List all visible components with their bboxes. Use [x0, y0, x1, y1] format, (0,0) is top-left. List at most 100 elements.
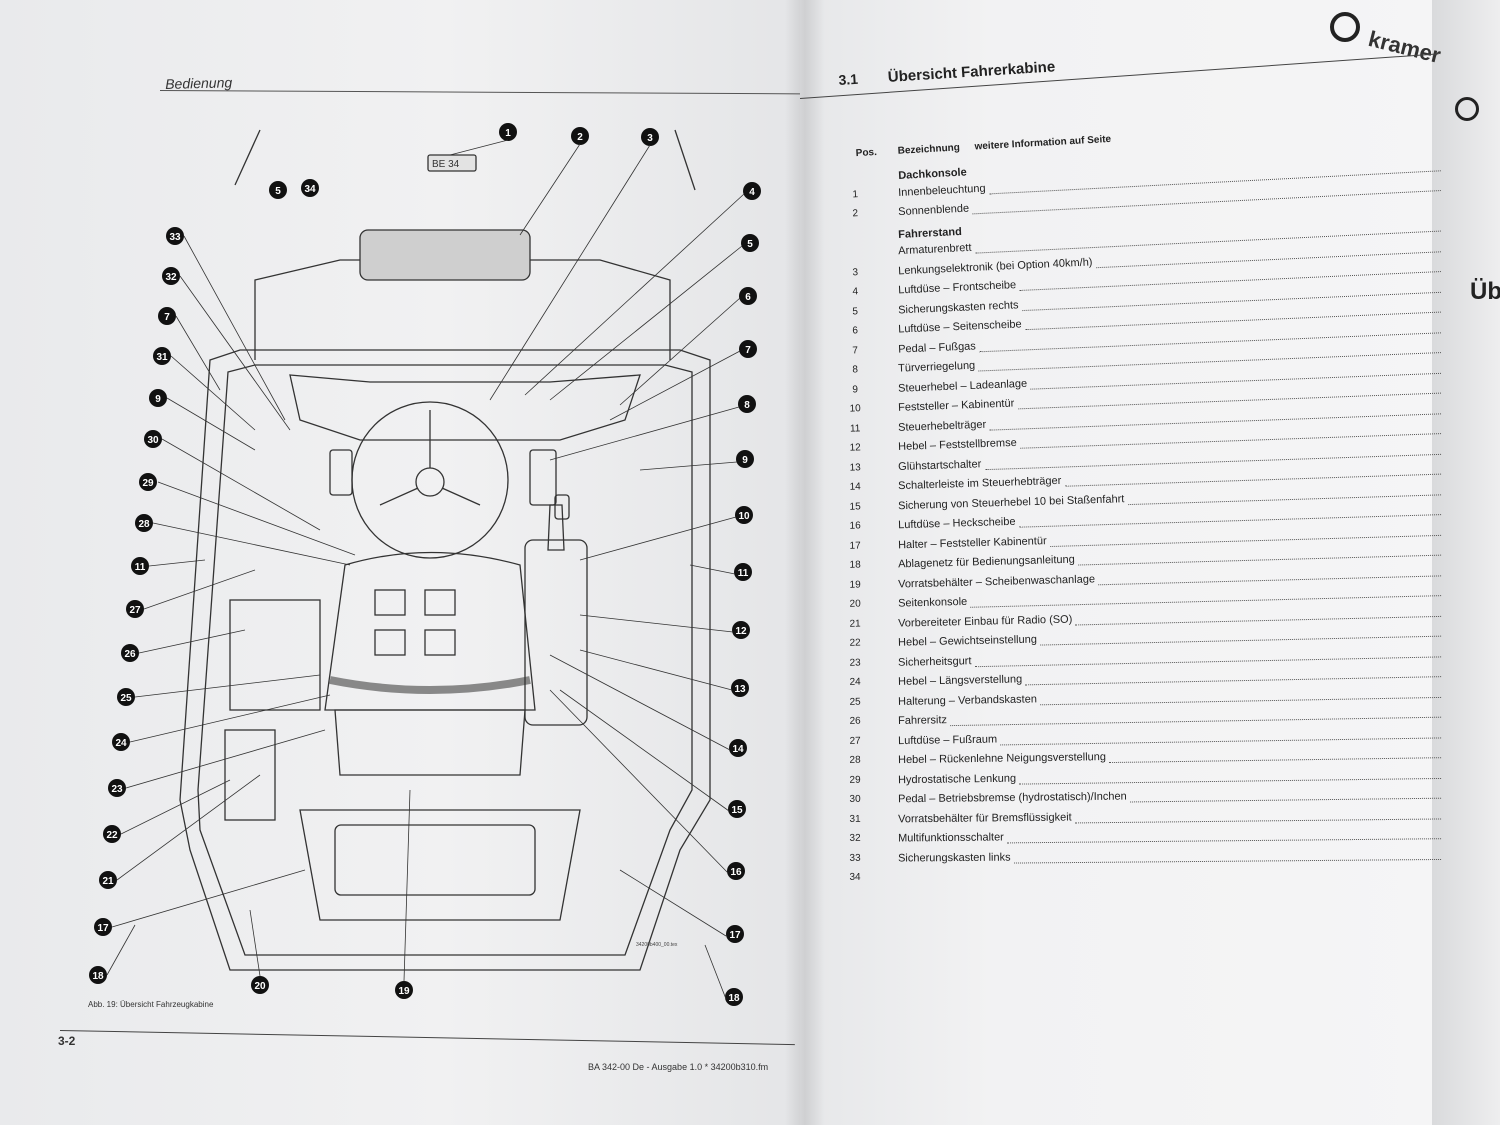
callout-left: 28 — [135, 514, 153, 532]
row-pos: 29 — [849, 774, 861, 786]
callout-left: 17 — [94, 918, 112, 936]
row-label: Pedal – Betriebsbremse (hydrostatisch)/I… — [897, 790, 1127, 806]
row-label: Steuerhebelträger — [897, 418, 987, 434]
svg-text:14: 14 — [732, 744, 744, 755]
row-pos: 9 — [852, 383, 859, 396]
svg-text:22: 22 — [106, 830, 118, 841]
row-label: Pedal – Fußgas — [897, 339, 977, 356]
column-pos: Pos. — [855, 146, 878, 160]
row-label: Sicherheitsgurt — [897, 654, 972, 669]
svg-text:16: 16 — [730, 867, 742, 878]
svg-text:28: 28 — [138, 519, 150, 530]
next-page-edge — [1432, 0, 1500, 1125]
svg-text:11: 11 — [135, 562, 146, 573]
callout-left: 29 — [139, 473, 157, 491]
svg-text:13: 13 — [734, 684, 746, 695]
svg-text:19: 19 — [398, 986, 410, 997]
svg-text:5: 5 — [275, 186, 281, 197]
page-footer: BA 342-00 De - Ausgabe 1.0 * 34200b310.f… — [588, 1062, 769, 1072]
interior-light — [427, 154, 477, 172]
svg-text:1: 1 — [505, 128, 511, 139]
callout-left: 5 — [269, 181, 287, 199]
row-pos: 19 — [849, 578, 861, 591]
callout-left: 31 — [153, 347, 171, 365]
callout-right: 8 — [738, 395, 756, 413]
callout-left: 20 — [251, 976, 269, 994]
sign-label: BE 34 — [432, 159, 460, 170]
svg-text:6: 6 — [745, 292, 751, 303]
row-label: Hydrostatische Lenkung — [897, 772, 1017, 786]
svg-text:10: 10 — [738, 511, 750, 522]
row-label: Hebel – Rückenlehne Neigungsverstellung — [897, 751, 1107, 767]
row-pos: 13 — [849, 461, 861, 474]
row-label: Fahrersitz — [897, 714, 948, 728]
sun-visor — [359, 229, 531, 281]
row-pos: 24 — [849, 676, 861, 688]
svg-text:18: 18 — [92, 971, 104, 982]
callout-right: 12 — [732, 621, 750, 639]
row-leader-dots — [1074, 817, 1442, 823]
callout-left: 25 — [117, 688, 135, 706]
column-bezeichnung: Bezeichnung — [897, 142, 961, 157]
table-group-title: Fahrerstand — [898, 225, 963, 241]
callout-right: 9 — [736, 450, 754, 468]
row-pos: 34 — [849, 871, 861, 883]
rear-console — [299, 809, 581, 921]
row-pos: 16 — [849, 520, 861, 532]
page-number: 3-2 — [58, 1034, 76, 1048]
right-page — [800, 0, 1440, 1125]
row-pos: 15 — [849, 500, 861, 513]
row-label: Türverriegelung — [897, 359, 976, 375]
svg-text:8: 8 — [744, 400, 750, 411]
svg-text:27: 27 — [129, 605, 141, 616]
row-label: Vorratsbehälter für Bremsflüssigkeit — [897, 810, 1072, 825]
callout-left: 11 — [131, 557, 149, 575]
drawing-code: 34200b400_00.tex — [636, 942, 678, 948]
callout-left: 7 — [158, 307, 176, 325]
row-label: Hebel – Gewichtseinstellung — [897, 633, 1038, 649]
callout-right: 15 — [728, 800, 746, 818]
svg-text:25: 25 — [120, 693, 132, 704]
svg-text:9: 9 — [155, 394, 161, 405]
section-number: 3.1 — [838, 70, 859, 88]
callout-left: 19 — [395, 981, 413, 999]
callout-right: 16 — [727, 862, 745, 880]
row-pos: 7 — [852, 344, 859, 356]
svg-text:21: 21 — [102, 876, 114, 887]
next-page-title-fragment: Üb — [1470, 278, 1500, 305]
callout-right: 2 — [571, 127, 589, 145]
cabin-inner-outline — [197, 364, 693, 956]
row-pos: 1 — [852, 188, 859, 200]
svg-text:17: 17 — [97, 923, 109, 934]
row-pos: 11 — [849, 422, 861, 435]
callout-right: 11 — [734, 563, 752, 581]
pedal-left — [329, 449, 353, 496]
svg-text:20: 20 — [254, 981, 266, 992]
row-pos: 33 — [849, 852, 861, 864]
svg-text:26: 26 — [124, 649, 136, 660]
row-pos: 3 — [852, 266, 859, 278]
row-pos: 21 — [849, 618, 861, 630]
callout-left: 34 — [301, 179, 319, 197]
row-pos: 27 — [849, 735, 861, 747]
cabin-outline — [179, 349, 711, 971]
kramer-logo-icon — [1455, 97, 1479, 121]
row-leader-dots — [1109, 757, 1442, 764]
row-pos: 28 — [849, 754, 861, 766]
callout-left: 30 — [144, 430, 162, 448]
row-pos: 20 — [849, 598, 861, 610]
control-console — [524, 539, 588, 726]
row-pos: 25 — [849, 696, 861, 708]
row-pos: 22 — [849, 637, 861, 649]
svg-text:15: 15 — [731, 805, 743, 816]
callout-right: 18 — [725, 988, 743, 1006]
callout-right: 13 — [731, 679, 749, 697]
row-pos: 17 — [849, 539, 861, 552]
row-pos: 32 — [849, 832, 861, 844]
book-gutter — [785, 0, 825, 1125]
leader-lines — [106, 139, 745, 1000]
driver-seat — [324, 551, 536, 711]
callout-left: 33 — [166, 227, 184, 245]
callout-left: 27 — [126, 600, 144, 618]
callout-left: 18 — [89, 966, 107, 984]
